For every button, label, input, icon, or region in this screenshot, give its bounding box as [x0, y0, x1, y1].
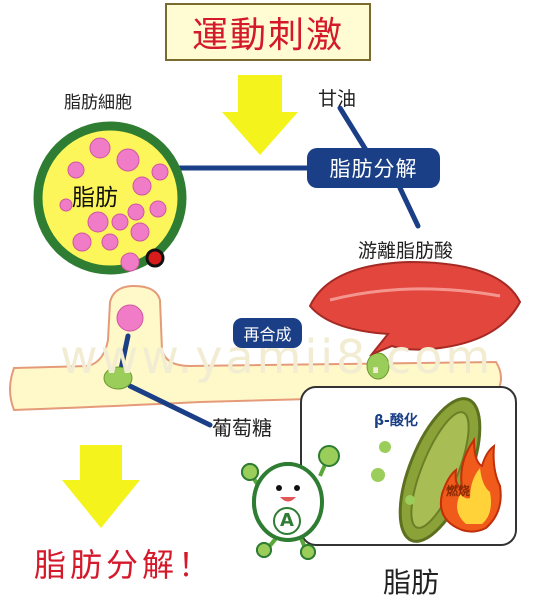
burning-label: 燃烧 [446, 484, 471, 498]
cell-nucleus [145, 248, 165, 268]
muscle [308, 260, 522, 357]
glucose-label: 葡萄糖 [212, 416, 272, 440]
fat-bottom-label: 脂肪 [383, 566, 440, 599]
title-text: 運動刺激 [191, 15, 344, 56]
fat-droplets [59, 137, 169, 272]
connection-lines [117, 105, 421, 428]
mascot-letter: A [280, 510, 294, 531]
green-droplet-2 [366, 352, 390, 380]
final-statement: 脂肪分解！ [34, 546, 215, 584]
fat-decomposition-box: 脂肪分解 [307, 148, 440, 188]
cell-fat-label: 脂肪 [72, 185, 118, 211]
down-arrow-top [222, 75, 298, 155]
green-droplet [103, 366, 133, 390]
beta-oxidation-label: β-酸化 [374, 413, 418, 429]
free-fatty-acid-label: 游離脂肪酸 [358, 240, 454, 262]
pink-droplet [116, 304, 144, 332]
down-arrow-bottom [62, 445, 140, 528]
resynthesis-box: 再合成 [233, 318, 302, 348]
title-box: 運動刺激 [165, 3, 371, 61]
fat-cell-label: 脂肪細胞 [64, 93, 132, 113]
glycerol-label: 甘油 [318, 88, 357, 110]
